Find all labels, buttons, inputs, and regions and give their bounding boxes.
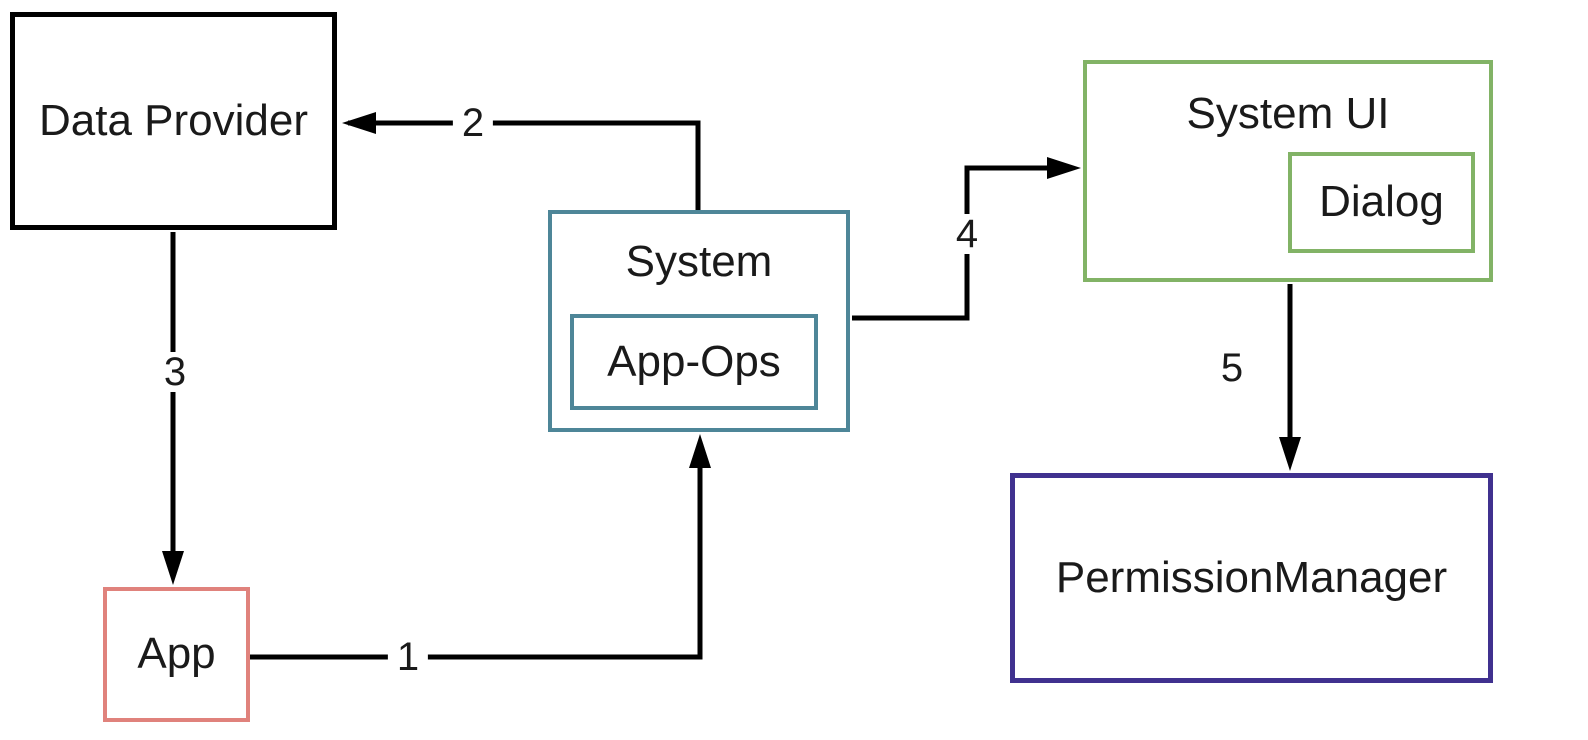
node-dialog-label: Dialog [1319, 177, 1444, 227]
edge-label-5: 5 [1211, 348, 1253, 388]
edge-label-2: 2 [452, 103, 494, 143]
node-app-ops-label: App-Ops [607, 336, 781, 386]
node-system-label: System [625, 237, 773, 286]
node-app-label: App [137, 629, 216, 679]
edge-1-arrowhead-up [689, 434, 711, 468]
node-data-provider: Data Provider [10, 12, 337, 230]
node-app: App [103, 587, 250, 722]
edge-5-arrowhead-down [1279, 437, 1301, 471]
edge-label-4: 4 [946, 214, 988, 254]
node-permission-manager-label: PermissionManager [1055, 552, 1448, 602]
edge-2-line [348, 120, 701, 212]
node-system-ui-label: System UI [1186, 89, 1390, 138]
edge-2-arrowhead-left [342, 112, 376, 134]
node-dialog: Dialog [1288, 152, 1475, 253]
node-data-provider-label: Data Provider [38, 95, 308, 145]
node-permission-manager: PermissionManager [1010, 473, 1493, 683]
edge-label-3: 3 [154, 352, 196, 392]
edge-1-line [250, 462, 703, 660]
edge-3-arrowhead-down [162, 551, 184, 585]
edge-label-1: 1 [387, 637, 429, 677]
node-app-ops: App-Ops [570, 314, 818, 410]
edge-4-arrowhead-right [1047, 157, 1081, 179]
